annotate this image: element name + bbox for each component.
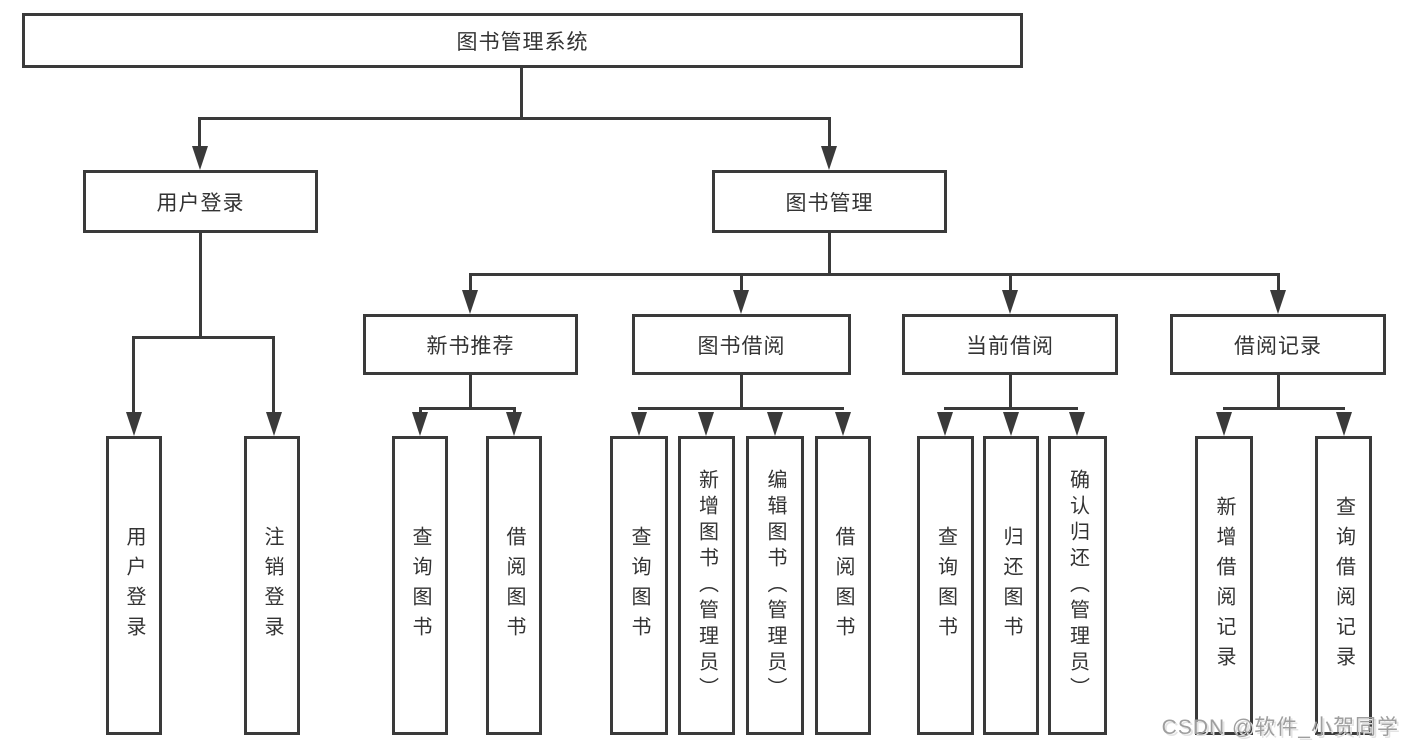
connector-vline bbox=[520, 68, 523, 117]
connector-vline bbox=[740, 273, 743, 293]
leaf-confirm-return-admin: 确认归还（管理员） bbox=[1048, 436, 1107, 735]
connector-vline bbox=[469, 375, 472, 407]
leaf-add-borrow-record: 新增借阅记录 bbox=[1195, 436, 1253, 735]
node-new-book-recommendation-label: 新书推荐 bbox=[426, 334, 515, 358]
arrow-down-icon bbox=[126, 412, 142, 436]
node-book-management-label: 图书管理 bbox=[785, 191, 874, 215]
arrow-down-icon bbox=[733, 290, 749, 314]
arrow-down-icon bbox=[266, 412, 282, 436]
arrow-down-icon bbox=[937, 412, 953, 436]
leaf-search-books-borrowing: 查询图书 bbox=[610, 436, 668, 735]
arrow-down-icon bbox=[1336, 412, 1352, 436]
node-library-system-root: 图书管理系统 bbox=[22, 13, 1023, 68]
connector-vline bbox=[740, 375, 743, 407]
arrow-down-icon bbox=[767, 412, 783, 436]
node-user-login: 用户登录 bbox=[83, 170, 318, 233]
connector-vline bbox=[199, 233, 202, 336]
leaf-user-login-label: 用户登录 bbox=[123, 525, 145, 646]
connector-hline bbox=[944, 407, 1078, 410]
leaf-return-books-label: 归还图书 bbox=[1000, 525, 1022, 646]
leaf-borrow-books-recommend-label: 借阅图书 bbox=[503, 525, 525, 646]
connector-vline bbox=[828, 233, 831, 273]
leaf-edit-books-admin-label: 编辑图书（管理员） bbox=[764, 468, 786, 703]
arrow-down-icon bbox=[631, 412, 647, 436]
leaf-search-books-recommend: 查询图书 bbox=[392, 436, 448, 735]
leaf-edit-books-admin: 编辑图书（管理员） bbox=[746, 436, 804, 735]
leaf-confirm-return-admin-label: 确认归还（管理员） bbox=[1066, 468, 1089, 703]
node-book-management: 图书管理 bbox=[712, 170, 947, 233]
leaf-logout: 注销登录 bbox=[244, 436, 300, 735]
leaf-search-books-borrowing-label: 查询图书 bbox=[628, 525, 650, 646]
arrow-down-icon bbox=[698, 412, 714, 436]
connector-vline bbox=[272, 336, 275, 416]
arrow-down-icon bbox=[462, 290, 478, 314]
leaf-add-books-admin-label: 新增图书（管理员） bbox=[695, 468, 718, 703]
leaf-search-books-current: 查询图书 bbox=[917, 436, 974, 735]
connector-hline bbox=[469, 273, 1280, 276]
node-borrowing-records-label: 借阅记录 bbox=[1234, 334, 1322, 358]
connector-vline bbox=[1009, 273, 1012, 293]
arrow-down-icon bbox=[1270, 290, 1286, 314]
node-borrowing-records: 借阅记录 bbox=[1170, 314, 1386, 375]
node-current-borrowing: 当前借阅 bbox=[902, 314, 1118, 375]
connector-vline bbox=[469, 273, 472, 293]
connector-vline bbox=[132, 336, 135, 416]
leaf-search-borrow-record-label: 查询借阅记录 bbox=[1332, 495, 1355, 676]
node-current-borrowing-label: 当前借阅 bbox=[966, 334, 1054, 358]
connector-hline bbox=[198, 117, 831, 120]
arrow-down-icon bbox=[1002, 290, 1018, 314]
connector-vline bbox=[1277, 273, 1280, 293]
connector-vline bbox=[1277, 375, 1280, 407]
connector-vline bbox=[828, 117, 831, 150]
leaf-search-books-recommend-label: 查询图书 bbox=[409, 525, 431, 646]
leaf-search-borrow-record: 查询借阅记录 bbox=[1315, 436, 1372, 735]
arrow-down-icon bbox=[821, 146, 837, 170]
leaf-add-borrow-record-label: 新增借阅记录 bbox=[1213, 495, 1235, 676]
arrow-down-icon bbox=[506, 412, 522, 436]
leaf-user-login: 用户登录 bbox=[106, 436, 162, 735]
arrow-down-icon bbox=[1003, 412, 1019, 436]
connector-vline bbox=[1009, 375, 1012, 407]
arrow-down-icon bbox=[1069, 412, 1085, 436]
arrow-down-icon bbox=[1216, 412, 1232, 436]
node-user-login-label: 用户登录 bbox=[156, 191, 245, 215]
node-library-system-label: 图书管理系统 bbox=[456, 30, 589, 54]
node-new-book-recommendation: 新书推荐 bbox=[363, 314, 578, 375]
leaf-borrow-books-borrowing-label: 借阅图书 bbox=[832, 525, 854, 646]
leaf-borrow-books-recommend: 借阅图书 bbox=[486, 436, 542, 735]
node-book-borrowing-label: 图书借阅 bbox=[697, 334, 786, 358]
leaf-return-books: 归还图书 bbox=[983, 436, 1039, 735]
connector-hline bbox=[1223, 407, 1345, 410]
connector-vline bbox=[198, 117, 201, 150]
connector-hline bbox=[132, 336, 275, 339]
arrow-down-icon bbox=[412, 412, 428, 436]
connector-hline bbox=[638, 407, 844, 410]
leaf-search-books-current-label: 查询图书 bbox=[934, 525, 957, 646]
leaf-borrow-books-borrowing: 借阅图书 bbox=[815, 436, 871, 735]
node-book-borrowing: 图书借阅 bbox=[632, 314, 851, 375]
arrow-down-icon bbox=[835, 412, 851, 436]
leaf-add-books-admin: 新增图书（管理员） bbox=[678, 436, 735, 735]
watermark-text: CSDN @软件_小贺同学 bbox=[1161, 716, 1399, 739]
connector-hline bbox=[419, 407, 516, 410]
arrow-down-icon bbox=[192, 146, 208, 170]
leaf-logout-label: 注销登录 bbox=[261, 525, 283, 646]
